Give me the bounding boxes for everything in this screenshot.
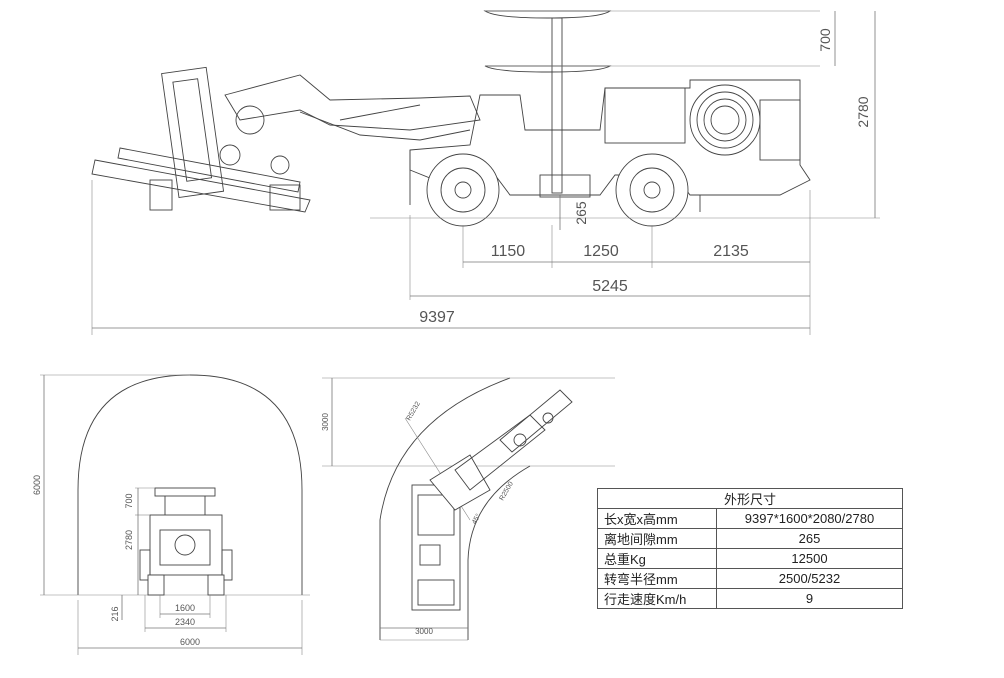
machine-front	[139, 487, 233, 596]
dim-700: 700	[817, 28, 833, 52]
turn-dim-3000-h: 3000	[321, 413, 330, 431]
side-view: 700 2780 265 1150 1250 2135 5245 9397	[91, 10, 880, 335]
spec-label: 转弯半径mm	[597, 568, 717, 589]
table-row: 离地间隙mm 265	[597, 528, 903, 549]
dim-2135: 2135	[713, 243, 749, 260]
spec-label: 长x宽x高mm	[597, 508, 717, 529]
spec-value: 265	[716, 528, 903, 549]
machine-top-view	[411, 389, 573, 611]
dim-9397: 9397	[419, 309, 455, 326]
spec-value: 9	[716, 588, 903, 609]
spec-label: 行走速度Km/h	[597, 588, 717, 609]
spec-value: 2500/5232	[716, 568, 903, 589]
front-dim-1600: 1600	[175, 603, 195, 613]
tunnel-profile	[77, 374, 303, 595]
front-dim-2780: 2780	[124, 530, 134, 550]
clearance-dim: 265	[559, 195, 589, 230]
front-dim-6000-w: 6000	[180, 637, 200, 647]
side-length-dims: 1150 1250 2135 5245 9397	[91, 180, 811, 335]
dim-265: 265	[573, 201, 589, 225]
table-row: 行走速度Km/h 9	[597, 588, 903, 609]
turn-dim-3000-w: 3000	[415, 627, 433, 636]
side-height-dims: 700 2780	[817, 11, 880, 219]
boom-drill-head	[91, 66, 481, 213]
wheels	[426, 153, 689, 227]
inner-turn-arc	[467, 465, 531, 640]
table-row: 长x宽x高mm 9397*1600*2080/2780	[597, 508, 903, 529]
dim-2780: 2780	[855, 96, 871, 127]
spec-table-header-row: 外形尺寸	[597, 488, 903, 509]
spec-value: 9397*1600*2080/2780	[716, 508, 903, 529]
table-row: 转弯半径mm 2500/5232	[597, 568, 903, 589]
turn-view: 3000 3000 R5232 R2500 45°	[321, 377, 615, 641]
front-dim-6000-h: 6000	[32, 475, 42, 495]
turn-dim-r5232: R5232	[406, 400, 422, 421]
dim-5245: 5245	[592, 278, 628, 295]
spec-table: 外形尺寸 长x宽x高mm 9397*1600*2080/2780 离地间隙mm …	[597, 488, 903, 609]
spec-label: 离地间隙mm	[597, 528, 717, 549]
outer-turn-arc	[379, 377, 511, 640]
dim-1150: 1150	[491, 243, 526, 260]
spec-table-title: 外形尺寸	[597, 488, 903, 509]
canopy-roof	[483, 10, 820, 194]
spec-value: 12500	[716, 548, 903, 569]
dim-1250: 1250	[583, 243, 619, 260]
front-dim-216: 216	[110, 606, 120, 621]
turn-dim-angle: 45°	[470, 512, 482, 525]
table-row: 总重Kg 12500	[597, 548, 903, 569]
front-view: 6000 6000 700 2780 216 1600 2340	[32, 374, 310, 655]
spec-label: 总重Kg	[597, 548, 717, 569]
chassis	[409, 79, 811, 212]
front-dim-2340: 2340	[175, 617, 195, 627]
front-dim-700: 700	[124, 493, 134, 508]
turn-dim-r2500: R2500	[499, 480, 515, 501]
